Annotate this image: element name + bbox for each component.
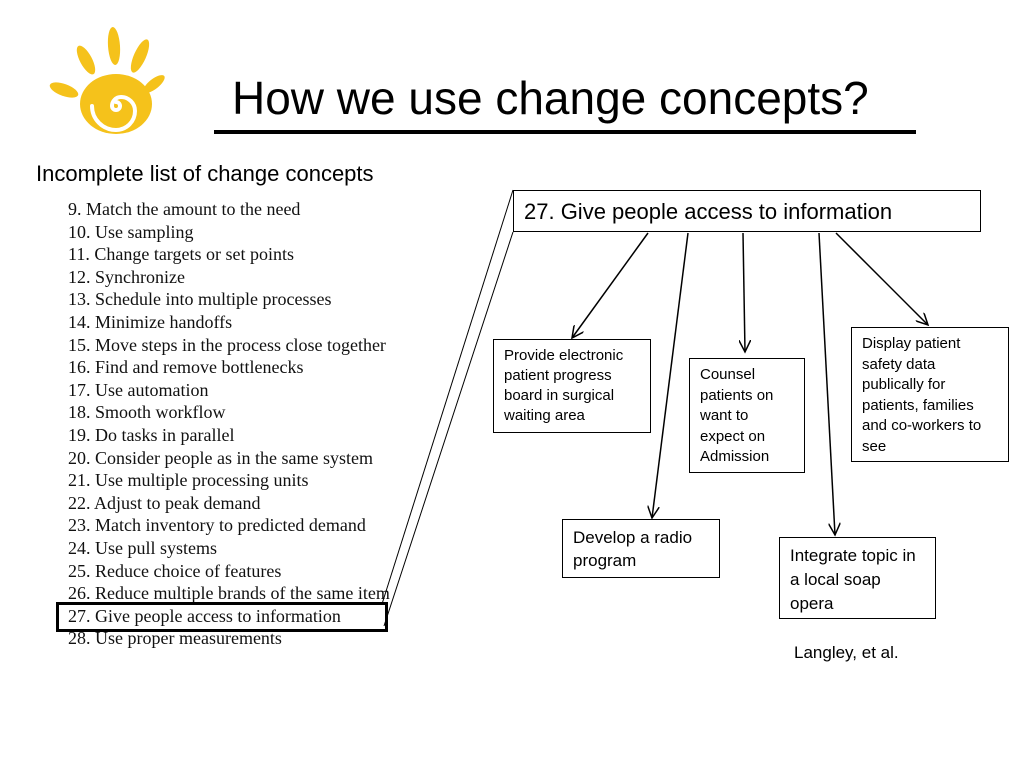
concept-list-item: 21. Use multiple processing units bbox=[68, 470, 309, 491]
concept-list-item: 9. Match the amount to the need bbox=[68, 199, 301, 219]
idea-box-counsel-patients: Counsel patients on want to expect on Ad… bbox=[689, 358, 805, 473]
concept-list-item: 19. Do tasks in parallel bbox=[68, 424, 235, 445]
idea-box-progress-board: Provide electronic patient progress boar… bbox=[493, 339, 651, 433]
concept-list-item: 18. Smooth workflow bbox=[68, 402, 226, 423]
concept-list-item: 22. Adjust to peak demand bbox=[68, 492, 261, 513]
concept-list-item: 14. Minimize handoffs bbox=[68, 311, 233, 332]
concept-list-item: 27. Give people access to information bbox=[68, 605, 341, 626]
arrow-to-radio bbox=[652, 232, 689, 518]
zoom-connector-line bbox=[383, 231, 514, 627]
list-heading: Incomplete list of change concepts bbox=[36, 161, 374, 186]
arrow-to-display bbox=[835, 232, 928, 325]
zoom-connector-line bbox=[381, 189, 514, 605]
concept-list-item: 17. Use automation bbox=[68, 379, 209, 400]
concept-list-item: 12. Synchronize bbox=[68, 266, 185, 287]
sun-hand-logo-icon bbox=[49, 27, 165, 134]
concept-list-item: 23. Match inventory to predicted demand bbox=[68, 515, 366, 536]
concept-list-item: 20. Consider people as in the same syste… bbox=[68, 447, 373, 468]
arrow-to-board bbox=[572, 232, 649, 338]
concept-list-item: 16. Find and remove bottlenecks bbox=[68, 357, 304, 378]
concept-list-item: 10. Use sampling bbox=[68, 221, 194, 242]
concept-list-item: 28. Use proper measurements bbox=[68, 628, 282, 649]
concept-list-item: 25. Reduce choice of features bbox=[68, 560, 282, 581]
idea-box-display-safety-data: Display patient safety data publically f… bbox=[851, 327, 1009, 462]
concept-list-item: 15. Move steps in the process close toge… bbox=[68, 334, 386, 355]
concept-list-item: 13. Schedule into multiple processes bbox=[68, 289, 332, 310]
concept-list-item: 24. Use pull systems bbox=[68, 537, 218, 558]
page-title: How we use change concepts? bbox=[232, 72, 869, 124]
arrow-to-counsel bbox=[743, 232, 745, 352]
citation: Langley, et al. bbox=[794, 643, 899, 662]
title-underline bbox=[214, 130, 916, 134]
main-concept-box: 27. Give people access to information bbox=[513, 190, 981, 232]
idea-box-radio-program: Develop a radio program bbox=[562, 519, 720, 578]
idea-box-soap-opera: Integrate topic in a local soap opera bbox=[779, 537, 936, 619]
concept-list-item: 26. Reduce multiple brands of the same i… bbox=[68, 583, 390, 604]
concept-list-item: 11. Change targets or set points bbox=[68, 244, 294, 265]
arrow-to-soap bbox=[818, 232, 835, 535]
